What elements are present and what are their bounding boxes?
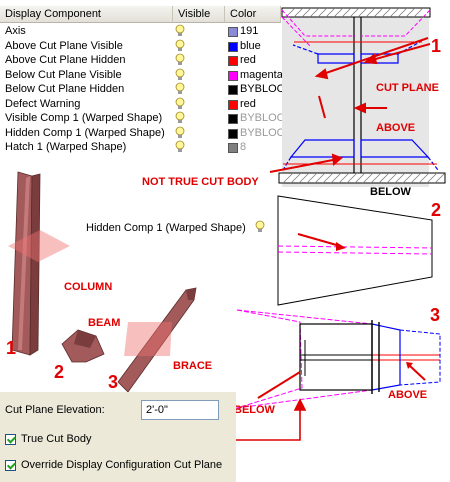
component-name: Hidden Comp 1 (Warped Shape)	[5, 126, 165, 139]
table-row[interactable]: Axis 191	[0, 24, 281, 39]
component-name: Below Cut Plane Visible	[5, 68, 122, 81]
table-row[interactable]: Hatch 1 (Warped Shape) 8	[0, 140, 281, 155]
component-name: Visible Comp 1 (Warped Shape)	[5, 112, 163, 124]
tapered-shape	[277, 195, 433, 306]
color-name: BYBLOCK	[240, 126, 292, 139]
arrows-top	[269, 37, 431, 173]
header-display-component[interactable]: Display Component	[0, 6, 173, 23]
visibility-lightbulb-icon[interactable]	[175, 39, 185, 53]
color-swatch[interactable]	[228, 41, 238, 52]
table-row[interactable]: Below Cut Plane Visible magenta	[0, 68, 283, 83]
visibility-lightbulb-icon[interactable]	[175, 126, 185, 140]
color-name: 191	[240, 25, 259, 37]
visibility-lightbulb-icon[interactable]	[175, 68, 185, 82]
color-name: BYBLOCK	[240, 112, 292, 124]
label-brace: BRACE	[173, 360, 213, 372]
color-name: red	[240, 97, 256, 110]
color-swatch[interactable]	[228, 114, 238, 124]
true-cut-body-checkbox[interactable]	[5, 434, 16, 445]
marker-number-2: 2	[54, 362, 65, 382]
column-3d	[8, 171, 70, 356]
table-row[interactable]: Above Cut Plane Hidden red	[0, 53, 281, 68]
component-name: Above Cut Plane Hidden	[5, 54, 126, 66]
color-name: magenta	[240, 68, 283, 81]
color-name: BYBLOCK	[240, 83, 292, 95]
label-below-2: BELOW	[234, 404, 275, 416]
label-hidden-comp: Hidden Comp 1 (Warped Shape)	[86, 222, 246, 234]
marker-number-1: 1	[6, 338, 17, 358]
label-column: COLUMN	[64, 281, 113, 293]
cut-plane-settings-panel: Cut Plane Elevation: True Cut Body Overr…	[0, 392, 236, 482]
cut-region-bg	[282, 14, 429, 187]
label-cut-plane: CUT PLANE	[376, 82, 439, 94]
magenta-dashed-top	[281, 9, 431, 47]
brace-diagram	[236, 309, 441, 409]
label-not-true-cut-body: NOT TRUE CUT BODY	[142, 176, 259, 188]
top-flange	[281, 7, 431, 18]
visibility-lightbulb-icon[interactable]	[175, 24, 185, 38]
true-cut-body-label: True Cut Body	[21, 433, 92, 445]
component-name: Below Cut Plane Hidden	[5, 83, 125, 95]
override-cut-plane-label: Override Display Configuration Cut Plane	[21, 459, 223, 471]
label-above: ABOVE	[376, 122, 416, 134]
cut-plane-elevation-label: Cut Plane Elevation:	[5, 404, 105, 416]
table-row[interactable]: Hidden Comp 1 (Warped Shape) BYBLOCK	[0, 126, 292, 141]
component-name: Above Cut Plane Visible	[5, 39, 123, 52]
callout-number-1: 1	[431, 36, 442, 56]
component-name: Axis	[5, 25, 26, 37]
visibility-lightbulb-icon[interactable]	[175, 140, 185, 154]
color-swatch[interactable]	[228, 27, 238, 37]
header-visible[interactable]: Visible	[173, 6, 225, 23]
label-beam: BEAM	[88, 317, 121, 329]
table-row[interactable]: Below Cut Plane Hidden BYBLOCK	[0, 82, 292, 97]
visibility-lightbulb-icon[interactable]	[175, 97, 185, 111]
visibility-lightbulb-icon[interactable]	[175, 82, 185, 96]
visibility-lightbulb-icon[interactable]	[175, 111, 185, 125]
visibility-lightbulb-icon[interactable]	[175, 53, 185, 67]
color-swatch[interactable]	[228, 99, 238, 110]
label-above-2: ABOVE	[388, 389, 428, 401]
marker-number-3: 3	[108, 372, 119, 392]
beam-3d	[61, 329, 105, 363]
color-swatch[interactable]	[228, 56, 238, 66]
table-row[interactable]: Above Cut Plane Visible blue	[0, 39, 281, 54]
color-swatch[interactable]	[228, 70, 238, 81]
lightbulb-icon[interactable]	[255, 220, 265, 234]
cut-plane-elevation-input[interactable]	[141, 400, 219, 420]
callout-number-2: 2	[431, 200, 442, 220]
component-name: Hatch 1 (Warped Shape)	[5, 141, 127, 153]
color-name: 8	[240, 141, 247, 153]
callout-number-3: 3	[430, 305, 441, 325]
table-row[interactable]: Visible Comp 1 (Warped Shape) BYBLOCK	[0, 111, 292, 126]
component-name: Defect Warning	[5, 97, 81, 110]
color-name: red	[240, 54, 256, 66]
color-swatch[interactable]	[228, 143, 238, 153]
label-below: BELOW	[370, 186, 411, 198]
bottom-flange	[278, 172, 446, 184]
override-cut-plane-checkbox[interactable]	[5, 460, 16, 471]
brace-3d	[117, 287, 197, 393]
color-name: blue	[240, 39, 261, 52]
color-swatch[interactable]	[228, 128, 238, 139]
color-swatch[interactable]	[228, 85, 238, 95]
table-row[interactable]: Defect Warning red	[0, 97, 281, 112]
header-color[interactable]: Color	[225, 6, 281, 23]
